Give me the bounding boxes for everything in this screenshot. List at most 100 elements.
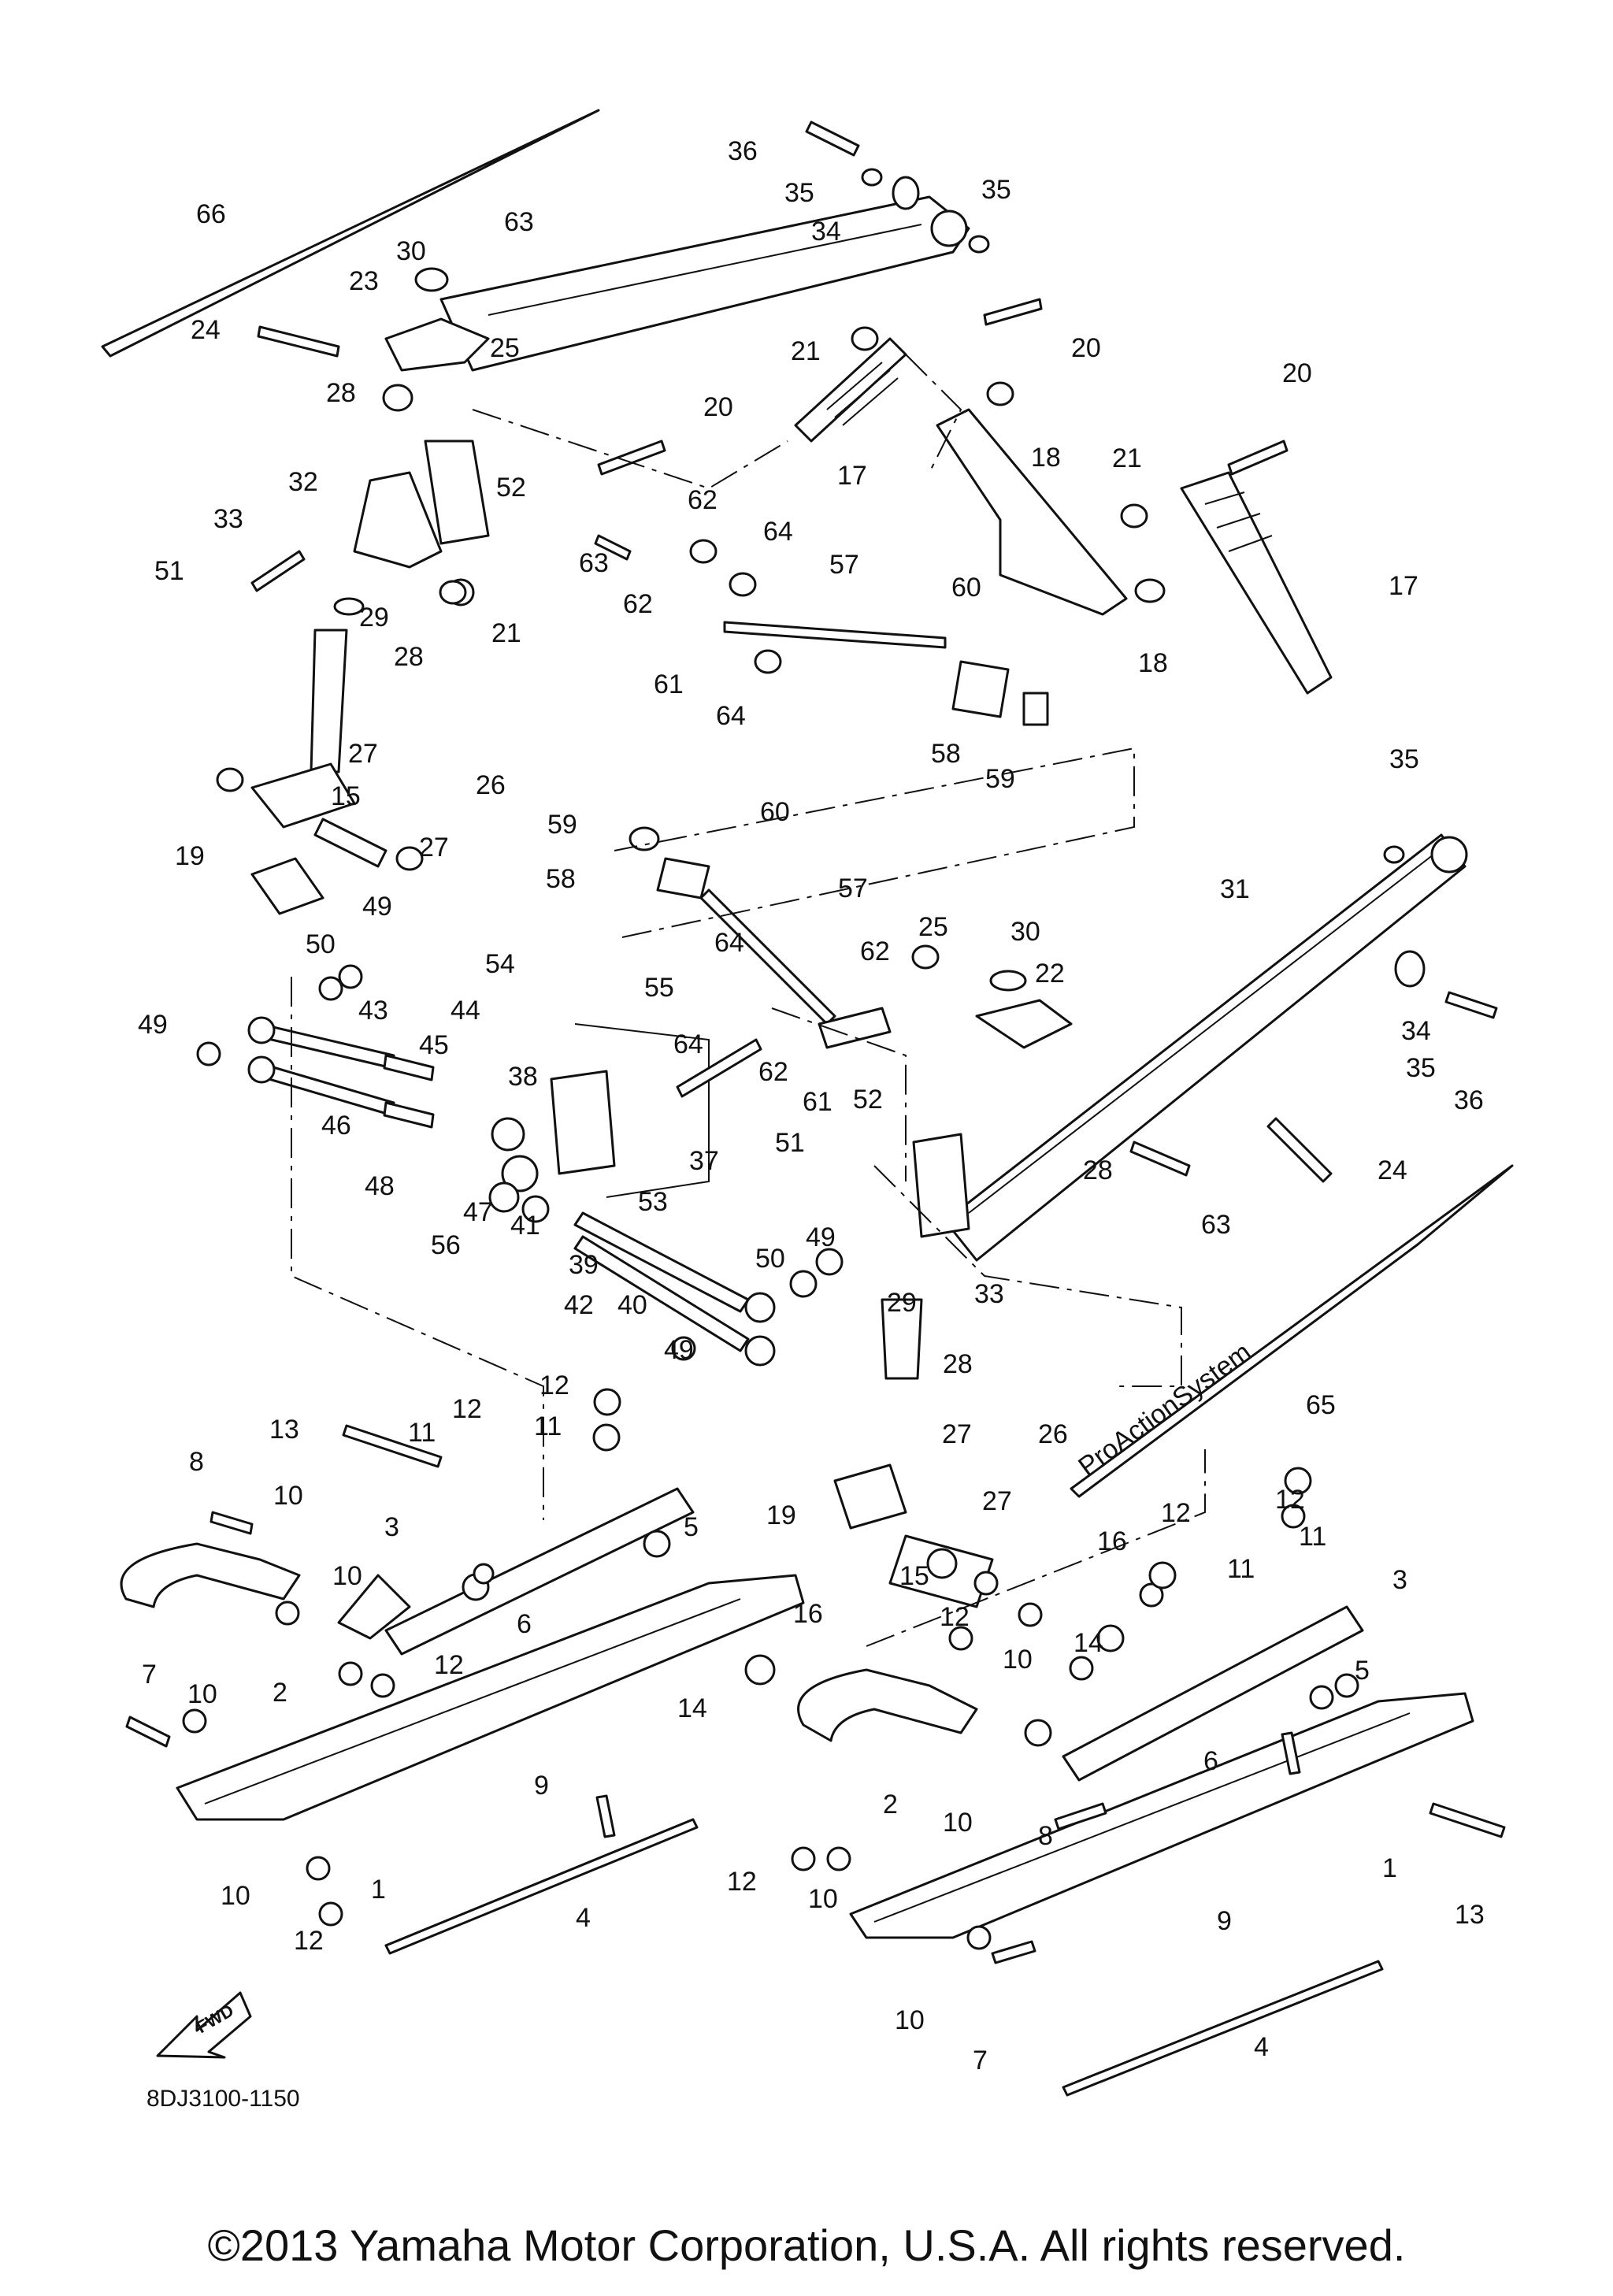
callout-49b: 49 bbox=[138, 1010, 168, 1040]
callout-61b: 61 bbox=[803, 1087, 832, 1117]
callout-48: 48 bbox=[365, 1171, 395, 1201]
callout-12h: 12 bbox=[294, 1926, 324, 1956]
callout-26b: 26 bbox=[1038, 1419, 1068, 1449]
callout-11d: 11 bbox=[1227, 1554, 1255, 1584]
callout-3: 3 bbox=[384, 1512, 399, 1542]
callout-28: 28 bbox=[326, 378, 356, 408]
callout-21b: 21 bbox=[791, 336, 821, 366]
callout-38: 38 bbox=[508, 1062, 538, 1092]
callout-16: 16 bbox=[1097, 1526, 1127, 1556]
upper-left-arm-assembly bbox=[101, 109, 970, 915]
callout-63: 63 bbox=[504, 207, 534, 237]
callout-10g: 10 bbox=[808, 1884, 838, 1914]
fwd-arrow: FWD bbox=[156, 1991, 252, 2059]
callout-35c: 35 bbox=[1389, 744, 1419, 774]
callout-19b: 19 bbox=[766, 1500, 796, 1530]
callout-15: 15 bbox=[331, 781, 361, 811]
callout-51b: 51 bbox=[775, 1128, 805, 1158]
callout-2: 2 bbox=[273, 1678, 287, 1708]
callout-64c: 64 bbox=[714, 928, 744, 958]
callout-29b: 29 bbox=[887, 1288, 917, 1318]
callout-35b: 35 bbox=[981, 175, 1011, 205]
callout-10b: 10 bbox=[332, 1561, 362, 1591]
callout-41: 41 bbox=[510, 1211, 540, 1241]
callout-40: 40 bbox=[617, 1290, 647, 1320]
callout-21: 21 bbox=[491, 618, 521, 648]
callout-37: 37 bbox=[689, 1146, 719, 1176]
callout-2b: 2 bbox=[883, 1790, 898, 1819]
tie-rod-upper bbox=[594, 534, 1049, 726]
callout-25b: 25 bbox=[918, 912, 948, 942]
callout-34: 34 bbox=[811, 217, 841, 247]
callout-58b: 58 bbox=[546, 864, 576, 894]
callout-20c: 20 bbox=[703, 392, 733, 422]
callout-29: 29 bbox=[359, 603, 389, 632]
callout-8b: 8 bbox=[1038, 1821, 1053, 1851]
copyright-notice: ©2013 Yamaha Motor Corporation, U.S.A. A… bbox=[207, 2220, 1406, 2270]
callout-27c: 27 bbox=[942, 1419, 972, 1449]
callout-44: 44 bbox=[451, 996, 480, 1026]
callout-10f: 10 bbox=[221, 1881, 250, 1911]
callout-43: 43 bbox=[358, 996, 388, 1026]
callout-27d: 27 bbox=[982, 1486, 1012, 1516]
leader-lines bbox=[291, 354, 1206, 1647]
callout-6b: 6 bbox=[1203, 1746, 1218, 1776]
callout-62d: 62 bbox=[758, 1057, 788, 1087]
callout-66: 66 bbox=[196, 199, 226, 229]
callout-12f: 12 bbox=[434, 1650, 464, 1680]
callout-10e: 10 bbox=[943, 1808, 973, 1838]
callout-57b: 57 bbox=[838, 874, 868, 903]
callout-24b: 24 bbox=[1378, 1155, 1407, 1185]
callout-10: 10 bbox=[273, 1481, 303, 1511]
callout-59b: 59 bbox=[547, 810, 577, 840]
callout-13b: 13 bbox=[1455, 1900, 1485, 1930]
callout-10c: 10 bbox=[1003, 1645, 1033, 1675]
center-linkage bbox=[196, 826, 1498, 1530]
callout-35: 35 bbox=[784, 178, 814, 208]
callout-65: 65 bbox=[1306, 1390, 1336, 1420]
ski-brand-text: ProActionSystem bbox=[1073, 1337, 1256, 1482]
callout-54: 54 bbox=[485, 949, 515, 979]
callout-12b: 12 bbox=[452, 1394, 482, 1424]
callout-10d: 10 bbox=[187, 1679, 217, 1709]
callout-35d: 35 bbox=[1406, 1053, 1436, 1083]
right-ski-assembly bbox=[791, 1467, 1506, 2097]
callout-28d: 28 bbox=[943, 1349, 973, 1379]
callout-36b: 36 bbox=[1454, 1085, 1484, 1115]
callout-59: 59 bbox=[985, 764, 1015, 794]
callout-labels: 66 63 30 23 24 25 28 32 33 51 52 29 28 2… bbox=[138, 136, 1485, 2075]
callout-13: 13 bbox=[269, 1415, 299, 1445]
callout-28c: 28 bbox=[1083, 1155, 1113, 1185]
callout-20: 20 bbox=[1071, 333, 1101, 363]
callout-12c: 12 bbox=[1275, 1485, 1305, 1515]
callout-28b: 28 bbox=[394, 642, 424, 672]
callout-39: 39 bbox=[569, 1250, 599, 1280]
callout-57: 57 bbox=[829, 550, 859, 580]
callout-33b: 33 bbox=[974, 1279, 1004, 1309]
callout-11b: 11 bbox=[408, 1418, 436, 1448]
callout-4: 4 bbox=[576, 1903, 591, 1933]
callout-8: 8 bbox=[189, 1447, 204, 1477]
callout-6: 6 bbox=[517, 1609, 532, 1639]
callout-30b: 30 bbox=[1010, 917, 1040, 947]
callout-26: 26 bbox=[476, 770, 506, 800]
callout-12g: 12 bbox=[727, 1867, 757, 1897]
callout-9: 9 bbox=[534, 1771, 549, 1801]
callout-63b: 63 bbox=[579, 548, 609, 578]
callout-36: 36 bbox=[728, 136, 758, 166]
callout-64d: 64 bbox=[673, 1029, 703, 1059]
callout-47: 47 bbox=[463, 1197, 493, 1227]
callout-60b: 60 bbox=[760, 797, 790, 827]
callout-5: 5 bbox=[684, 1512, 699, 1542]
callout-12e: 12 bbox=[940, 1602, 970, 1632]
callout-3b: 3 bbox=[1392, 1565, 1407, 1595]
callout-16b: 16 bbox=[793, 1599, 823, 1629]
callout-21c: 21 bbox=[1112, 443, 1142, 473]
callout-12d: 12 bbox=[1161, 1498, 1191, 1528]
callout-14: 14 bbox=[1073, 1628, 1103, 1658]
callout-30: 30 bbox=[396, 236, 426, 266]
callout-49d: 49 bbox=[664, 1335, 694, 1365]
callout-62c: 62 bbox=[860, 937, 890, 966]
callout-31: 31 bbox=[1220, 874, 1250, 904]
